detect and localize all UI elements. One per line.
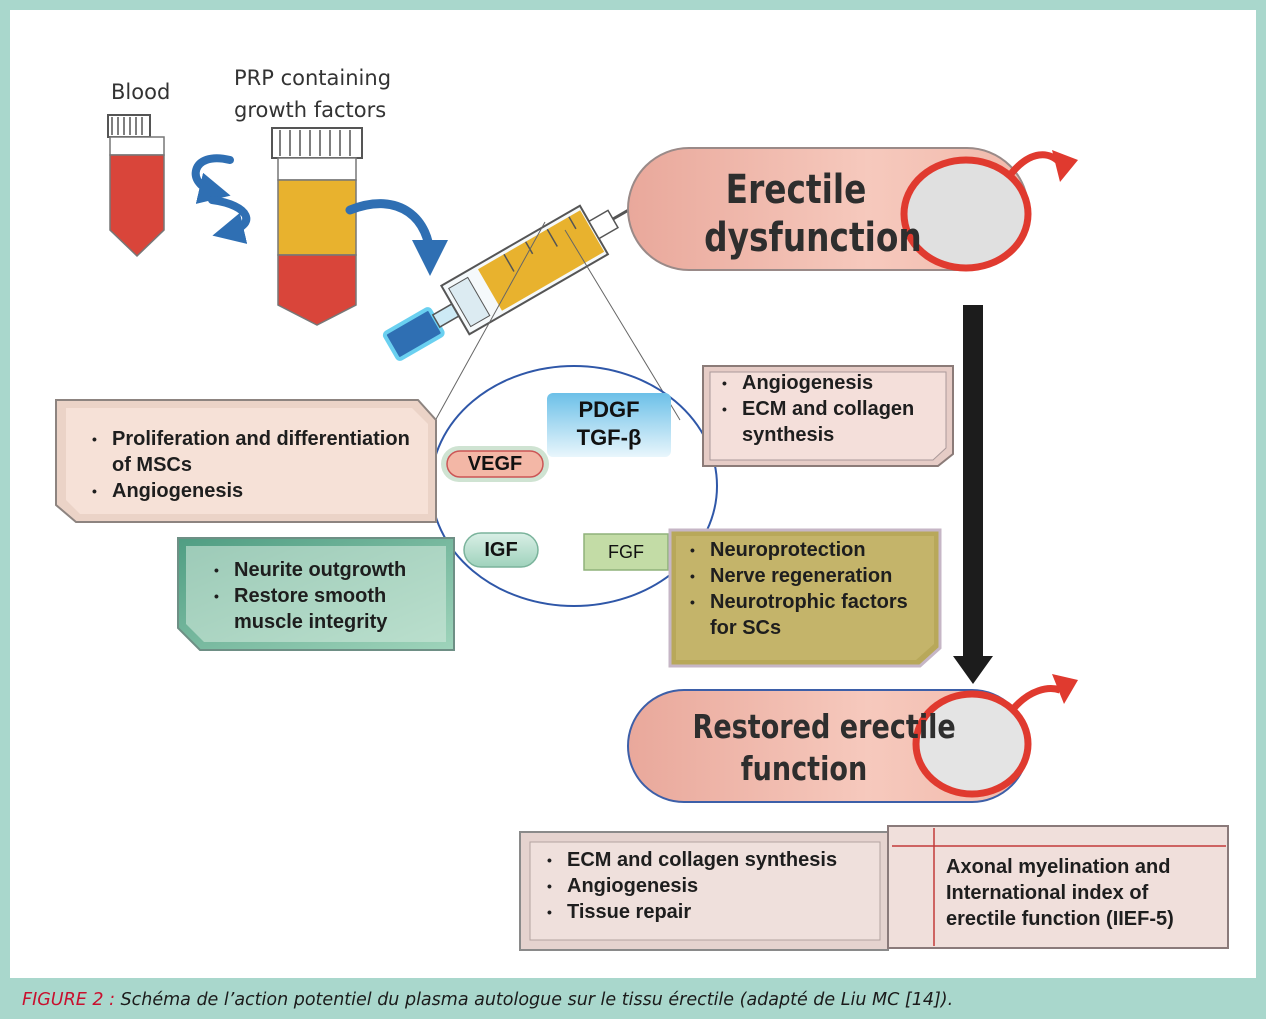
fgf-effect-item: Nerve regeneration — [690, 563, 928, 589]
figure-caption: FIGURE 2 : Schéma de l’action potentiel … — [22, 990, 953, 1010]
igf-effects-text: Neurite outgrowth Restore smooth muscle … — [212, 557, 442, 635]
fgf-pill — [583, 533, 669, 571]
caption-text: Schéma de l’action potentiel du plasma a… — [114, 990, 954, 1010]
restored-effect-item: ECM and collagen synthesis — [547, 847, 875, 873]
fgf-effects-text: Neuroprotection Nerve regeneration Neuro… — [688, 537, 928, 641]
blood-label: Blood — [111, 80, 171, 104]
fgf-label: FGF — [608, 542, 644, 562]
vegf-effect-item: Angiogenesis — [92, 478, 420, 504]
prp-label: PRP containing growth factors — [234, 62, 391, 126]
igf-effect-item: Restore smooth muscle integrity — [214, 583, 442, 635]
restored-note-text: Axonal myelination and International ind… — [946, 856, 1174, 930]
pdgf-effect-item: Angiogenesis — [722, 370, 948, 396]
erectile-dysfunction-line1: Erectile — [725, 167, 867, 213]
restored-note-box — [887, 825, 1229, 949]
down-arrow-icon — [953, 305, 993, 684]
blood-tube-icon — [107, 114, 165, 258]
caption-label: FIGURE 2 : — [22, 990, 115, 1010]
restored-effect-item: Angiogenesis — [547, 873, 875, 899]
restored-effects-text: ECM and collagen synthesis Angiogenesis … — [545, 847, 875, 925]
vegf-effect-item: Proliferation and differentiation of MSC… — [92, 426, 420, 478]
restored-function-pill — [627, 674, 1078, 803]
pdgf-effect-item: ECM and collagen synthesis — [722, 396, 948, 448]
pdgf-label: PDGF — [578, 397, 640, 422]
igf-label: IGF — [484, 539, 518, 561]
zoom-lines — [429, 221, 681, 431]
prp-tube-icon — [271, 127, 363, 326]
erectile-dysfunction-pill — [627, 147, 1078, 272]
restored-function-label: Restored erectile function — [692, 706, 956, 790]
restored-effect-item: Tissue repair — [547, 899, 875, 925]
vegf-pill-inner — [446, 450, 544, 478]
fgf-effect-item: Neurotrophic factors for SCs — [690, 589, 928, 641]
pdgf-effects-text: Angiogenesis ECM and collagen synthesis — [720, 370, 948, 448]
tgf-label: TGF-β — [576, 425, 642, 450]
pdgf-tgf-label: PDGF TGF-β — [547, 396, 671, 452]
prp-label-line2: growth factors — [234, 98, 387, 122]
restored-function-line1: Restored erectile — [692, 707, 956, 746]
fgf-effect-item: Neuroprotection — [690, 537, 928, 563]
vegf-effects-text: Proliferation and differentiation of MSC… — [90, 426, 420, 504]
pdgf-tgf-box — [547, 393, 671, 457]
prp-label-line1: PRP containing — [234, 66, 392, 90]
igf-effect-item: Neurite outgrowth — [214, 557, 442, 583]
erectile-dysfunction-label: Erectile dysfunction — [704, 166, 922, 262]
transfer-arrow-icon — [345, 199, 448, 276]
centrifuge-arrows-icon — [191, 154, 251, 244]
igf-pill — [463, 532, 539, 568]
vegf-label: VEGF — [467, 453, 523, 475]
erectile-dysfunction-line2: dysfunction — [704, 215, 922, 261]
restored-function-line2: function — [740, 749, 868, 788]
